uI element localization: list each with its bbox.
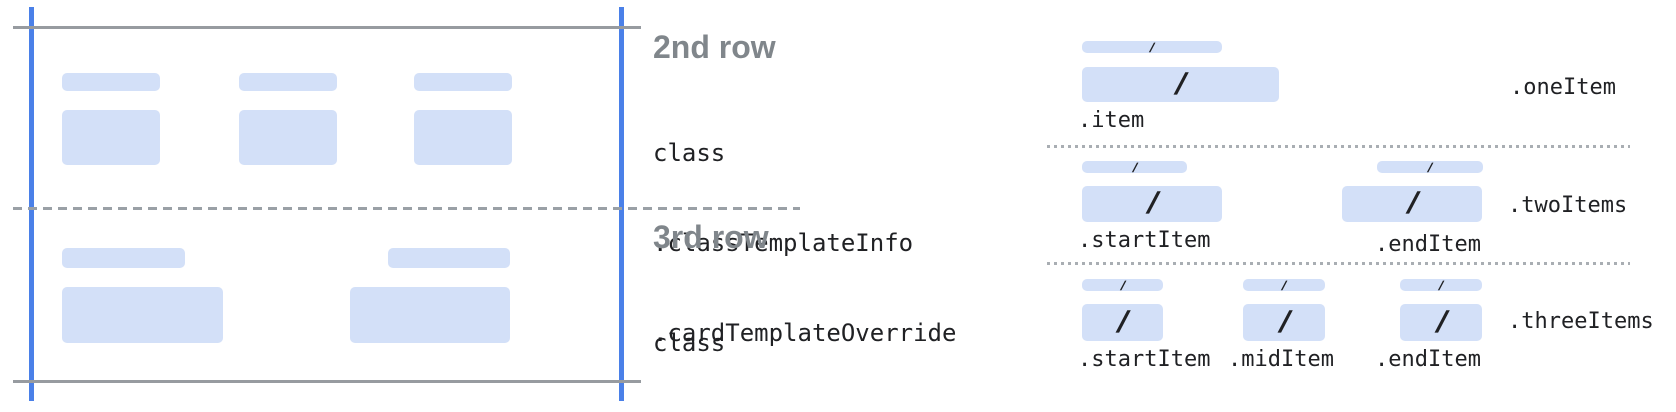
item-label: .endItem	[1375, 232, 1481, 257]
placeholder-body-chip	[414, 110, 512, 165]
placeholder-body-chip	[239, 110, 337, 165]
label-chip: /	[1377, 159, 1483, 175]
slash-icon: /	[1434, 305, 1448, 339]
placeholder-label-chip	[388, 248, 510, 268]
annotation-2nd-row: 2nd row class .classTemplateInfo .cardTe…	[653, 28, 1000, 412]
annotation-path-line: class	[653, 329, 726, 357]
value-chip: /	[1082, 304, 1163, 341]
section-divider-dotted	[1047, 145, 1630, 148]
slash-icon: /	[1174, 67, 1188, 101]
slash-icon: /	[1145, 187, 1159, 220]
item-label: .startItem	[1078, 347, 1211, 372]
placeholder-body-chip	[62, 110, 160, 165]
label-chip: /	[1243, 277, 1325, 293]
row-divider-dashed	[13, 207, 800, 210]
value-chip: /	[1082, 186, 1222, 222]
slash-icon: /	[1438, 277, 1444, 293]
slash-icon: /	[1119, 277, 1126, 293]
card-top-edge	[13, 26, 641, 29]
template-label: .threeItems	[1508, 309, 1654, 334]
item-label: .item	[1078, 108, 1145, 133]
slash-icon: /	[1427, 159, 1433, 175]
slash-icon: /	[1277, 305, 1291, 339]
value-chip: /	[1243, 304, 1325, 341]
label-chip: /	[1082, 159, 1187, 175]
annotation-path-line: .classTemplateInfo	[653, 229, 914, 257]
template-label: .twoItems	[1508, 193, 1628, 218]
placeholder-label-chip	[239, 73, 337, 91]
label-chip: /	[1082, 277, 1163, 293]
annotation-title: 3rd row	[653, 219, 769, 255]
margin-guide-left	[29, 7, 34, 401]
value-chip: /	[1082, 67, 1279, 102]
item-label: .startItem	[1078, 228, 1211, 253]
slash-icon: /	[1149, 39, 1155, 55]
placeholder-label-chip	[62, 73, 160, 91]
annotation-3rd-row: 3rd row class .classTemplateInfo .cardTe…	[653, 218, 1000, 412]
item-label: .endItem	[1375, 347, 1481, 372]
annotation-title: 2nd row	[653, 29, 776, 65]
slash-icon: /	[1116, 305, 1130, 339]
label-chip: /	[1400, 277, 1482, 293]
annotation-path-line: .cardTemplateOverride	[653, 319, 957, 347]
template-label: .oneItem	[1510, 75, 1616, 100]
value-chip: /	[1342, 186, 1482, 222]
card-bottom-edge	[13, 380, 641, 383]
value-chip: /	[1400, 304, 1482, 341]
slash-icon: /	[1405, 187, 1419, 220]
slash-icon: /	[1131, 159, 1138, 175]
annotation-path-line: class	[653, 139, 726, 167]
label-chip: /	[1082, 39, 1222, 55]
slash-icon: /	[1281, 277, 1287, 293]
margin-guide-right	[619, 7, 624, 401]
placeholder-label-chip	[414, 73, 512, 91]
annotation-path-line: .cardRowTemplateInfos[0]	[653, 408, 1000, 412]
placeholder-body-chip	[62, 287, 223, 343]
section-divider-dotted	[1047, 262, 1630, 265]
item-label: .midItem	[1228, 347, 1334, 372]
placeholder-body-chip	[350, 287, 510, 343]
placeholder-label-chip	[62, 248, 185, 268]
